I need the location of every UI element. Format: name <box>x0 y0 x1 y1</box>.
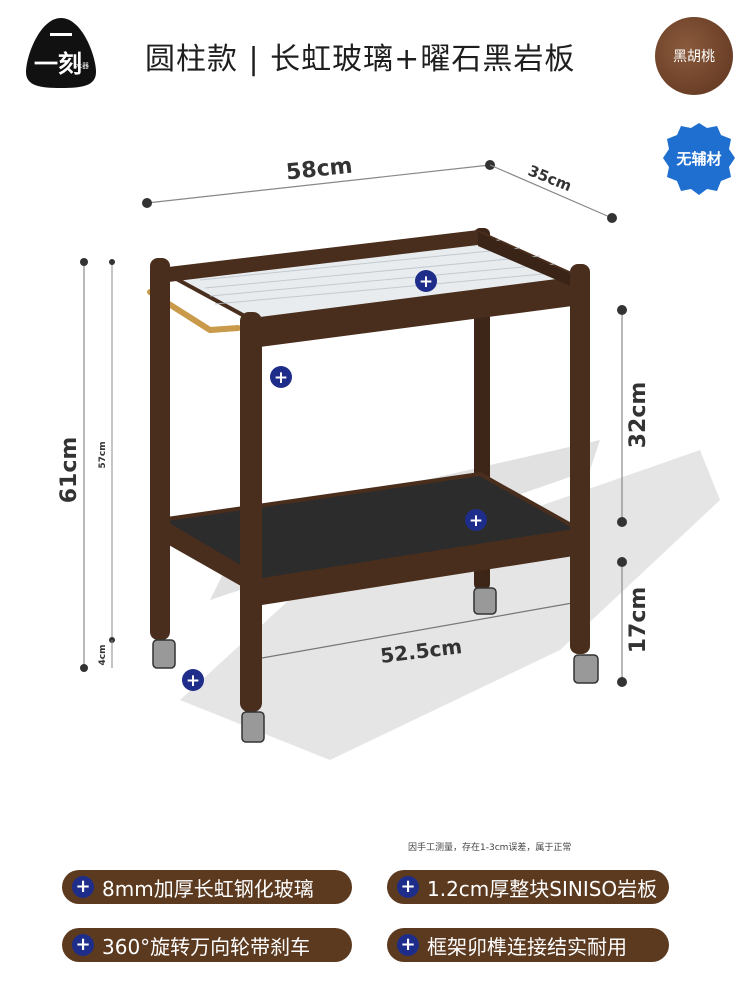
feature-label: 1.2cm厚整块SINISO岩板 <box>427 876 658 901</box>
depth-label: 35cm <box>525 162 574 196</box>
logo-main-text: 一刻 <box>34 50 82 78</box>
page-title: 圆柱款 | 长虹玻璃+曜石黑岩板 <box>145 42 576 77</box>
plus-icon: + <box>397 934 419 956</box>
feature-pill-3: + 360°旋转万向轮带刹车 <box>62 928 352 962</box>
feature-pill-2: + 1.2cm厚整块SINISO岩板 <box>387 870 669 904</box>
foot-height-label: 4cm <box>98 645 108 666</box>
frame-height-label: 57cm <box>98 441 108 468</box>
plus-icon: + <box>72 876 94 898</box>
brand-logo: 一刻 木器 <box>26 18 96 88</box>
logo-sub-text: 木器 <box>75 61 89 70</box>
plus-icon: + <box>397 876 419 898</box>
feature-label: 8mm加厚长虹钢化玻璃 <box>102 876 314 901</box>
wood-type-badge: 黑胡桃 <box>655 17 733 95</box>
no-aux-label: 无辅材 <box>675 150 721 168</box>
bottom-clearance-label: 17cm <box>626 587 651 654</box>
wood-type-label: 黑胡桃 <box>673 49 715 65</box>
svg-text:+: + <box>469 511 483 531</box>
measurement-note: 因手工测量，存在1-3cm误差，属于正常 <box>408 843 572 853</box>
no-aux-material-badge: 无辅材 <box>663 123 735 195</box>
feature-pill-4: + 框架卯榫连接结实耐用 <box>387 928 669 962</box>
hotspot-plus-icons: + + + + <box>182 270 487 691</box>
feature-label: 360°旋转万向轮带刹车 <box>102 934 311 959</box>
total-height-label: 61cm <box>57 437 82 504</box>
feature-label: 框架卯榫连接结实耐用 <box>427 934 627 959</box>
svg-text:+: + <box>186 671 200 691</box>
plus-icon: + <box>72 934 94 956</box>
svg-text:+: + <box>274 368 288 388</box>
feature-pill-1: + 8mm加厚长虹钢化玻璃 <box>62 870 352 904</box>
tier-gap-label: 32cm <box>626 382 651 449</box>
cart-dimension-diagram: 58cm 35cm 61cm 57cm 4cm 32cm 17cm 52.5cm <box>57 154 720 760</box>
svg-text:+: + <box>419 272 433 292</box>
